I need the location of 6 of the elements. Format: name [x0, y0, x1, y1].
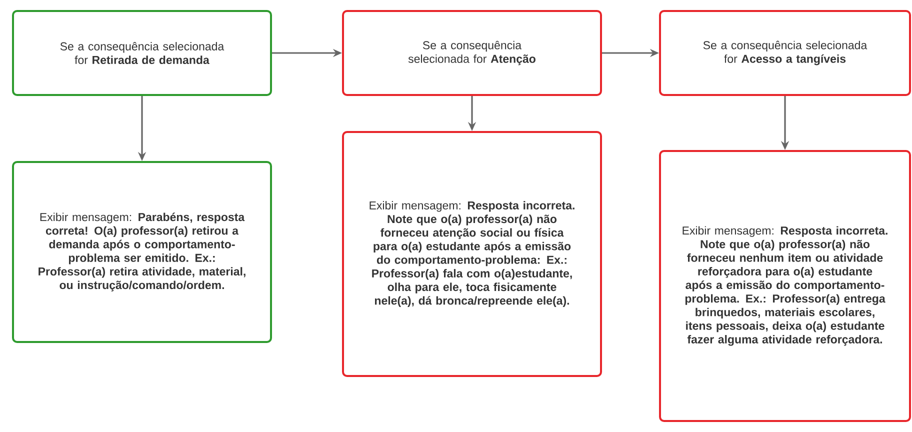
message-box: Exibir mensagem: Resposta incorreta. Note que o(a) professor(a) não forneceu nenhum item ou atividade reforçadora para o(a) estudante após a emissão do comportamento-problema. Ex.: Professor(a) entrega brinquedos, materiais escolares, itens pessoais, deixa o(a) estudante fazer alguma atividade reforçadora. — [659, 150, 911, 422]
message-box: Exibir mensagem: Resposta incorreta. Note que o(a) professor(a) não forneceu atenção social ou física para o(a) estudante após a emissão do comportamento-problema: Ex.: Professor(a) fala com o(a)estudante, olha para ele, toca fisicamente nele(a), dá bronca/repreende ele(a). — [342, 131, 602, 377]
message-box: Exibir mensagem: Parabéns, resposta correta! O(a) professor(a) retirou a demanda após o comportamento-problema ser emitido. Ex.: Professor(a) retira atividade, material, ou instrução/comando/ordem. — [12, 161, 272, 343]
condition-box: Se a consequência selecionada for Atenção — [342, 10, 602, 96]
condition-box: Se a consequência selecionada for Acesso a tangíveis — [659, 10, 911, 96]
condition-box: Se a consequência selecionada for Retirada de demanda — [12, 10, 272, 96]
